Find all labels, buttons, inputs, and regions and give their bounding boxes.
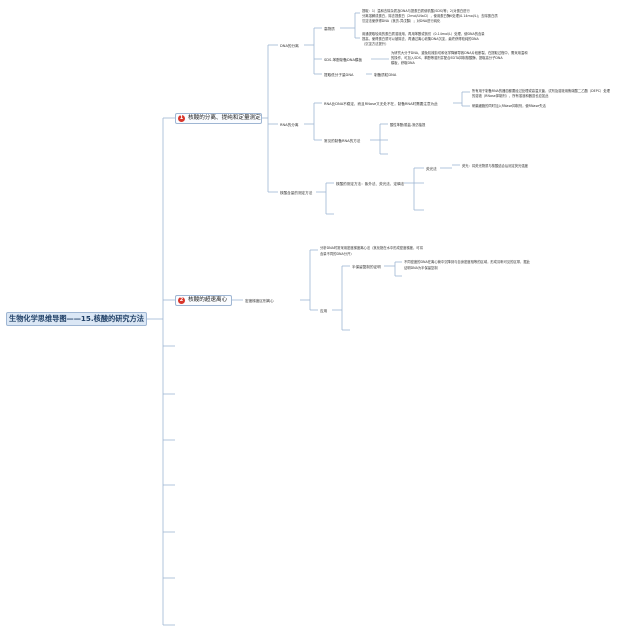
branch-2-nodes: 密度梯度区别离心 分析DNA时常采用密度梯度离心法（氯化铯在水中形成密度梯度，可… [245,245,531,313]
node-high-mw-desc: （沉淀方法提升） [362,41,388,46]
node-fluor-desc: 荧光：将荧光物质与核酸结合后测定荧光强度 [462,163,529,168]
node-application: 应用 [320,308,328,313]
node-rna-reagent-desc: 研磨细胞的同时加入RNase抑制剂，使RNase失活 [472,103,546,108]
node-high-mw-desc: 用通提取较纯的蛋白质溶液用，再用苯酚或氯仿（0.14mol/L）处理，使DNA的… [362,31,485,36]
connector-lines [147,12,470,626]
node-rna-reagent-desc: 所有用于制备RNA的器皿都要经过处理或高温灭菌，试剂及溶液用焦碳酸二乙酯（DEP… [472,88,611,93]
node-sds-method: SDS-苯酚制备DNA模板 [324,57,363,62]
node-gradient-desc: 分析DNA时常采用密度梯度离心法（氯化铯在水中形成密度梯度，可将 [320,245,424,250]
branch-topic-1[interactable]: 1 核酸的分离、提纯和定量测定 [175,113,262,124]
number-badge: 1 [178,115,185,122]
node-high-mw: 高物质 [324,26,335,31]
node-dna-separation: DNA的分离 [280,43,299,48]
node-gradient: 密度梯度区别离心 [245,298,274,303]
root-topic[interactable]: 生物化学思维导图——15.核酸的研究方法 [6,312,147,326]
node-rna-common-desc: 酸性苯酚/胍盐-氯仿抽提 [390,122,426,127]
node-quant-methods: 核酸的测定方法：紫外法、荧光法、定磷法 [336,181,405,186]
node-rna-reagent-desc: 的溶液（RNase抑制剂），所有溶液和器皿也应如此 [472,93,549,98]
branch-topic-label: 核酸的超速离心 [188,297,228,303]
node-high-mw-desc: 沉淀法使获得DNA（氯仿-异戊醇）；对DNA进行纯化 [362,18,441,23]
node-semi-conservative: 半保留复制的证明 [352,264,381,269]
node-sds-desc: 为研究大分子DNA，避免机械剪切和化学降解导致DNA片段断裂，在提取过程中，需采… [391,50,528,55]
node-sds-desc: 的操作，可加入SDS、苯酚等溶剂并配合EDTA抑制核酸酶，提取高分子DNA [391,55,503,60]
node-rna-reagent: RNA比DNA不稳定，而且RNase又无处不在，制备RNA时需要注意为此 [324,101,438,106]
node-gradient-desc: 含量不同的DNA分开） [320,251,354,256]
branch-1-nodes: DNA的分离 高物质 提取：1）温和去除杂质及DNA与提蛋白质使机酸(SDS)等… [280,8,611,195]
node-low-mw: 提取低分子量DNA [324,72,354,77]
node-sds-desc: 模板，获取DNA [391,60,415,65]
node-semi-desc: 证明DNA为半保留复制 [404,265,438,270]
node-fluor: 荧光法 [426,166,437,171]
node-quant: 核酸含量的测定方法 [280,190,313,195]
node-low-mw-desc: 制备质粒DNA [374,72,397,77]
node-rna-separation: RNA的分离 [280,122,299,127]
branch-topic-label: 核酸的分离、提纯和定量测定 [188,115,261,121]
node-semi-desc: 不同密度的DNA在离心管中沉降到与自身密度相等的区域，形成清晰可见的区带，据此 [404,259,531,264]
node-high-mw-desc: 提高，使得蛋白质可以被除去，再通过离心收集DNA沉淀，最终获得较纯的DNA [362,36,479,41]
node-rna-common: 常见的制备RNA的方法 [324,138,361,143]
branch-topic-2[interactable]: 2 核酸的超速离心 [175,295,232,306]
node-high-mw-desc: 分离溶解成蛋白，除去提蛋白（2mol/LNaCl），使用蛋白酶K处理(0.14m… [362,13,498,18]
node-high-mw-desc: 提取：1）温和去除杂质及DNA与提蛋白质使机酸(SDS)等；2)对蛋白进行 [362,8,470,13]
number-badge: 2 [178,297,185,304]
